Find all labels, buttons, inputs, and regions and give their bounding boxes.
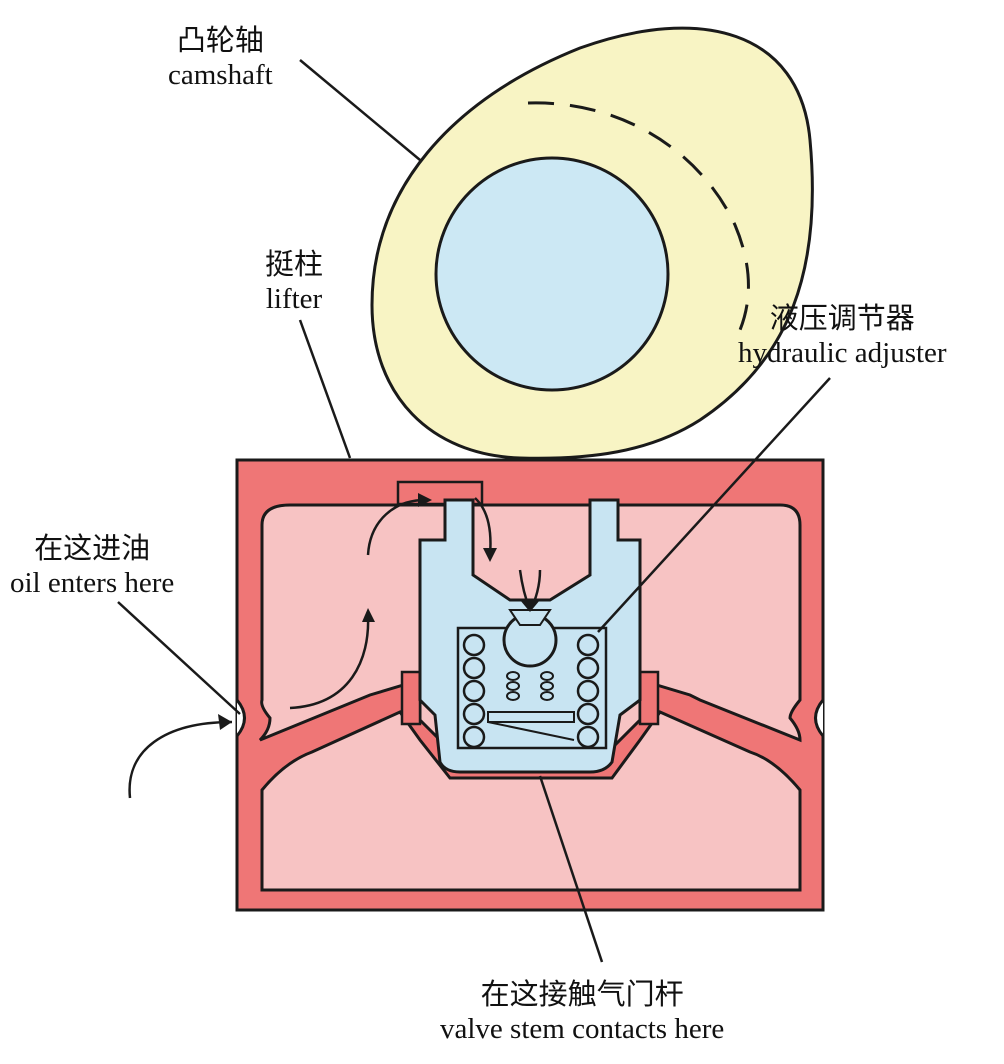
adjuster-label-en: hydraulic adjuster: [738, 337, 947, 369]
center-spring: [506, 671, 554, 701]
cam-base-circle-dashed: [527, 101, 750, 331]
arrow-heads: [218, 493, 540, 730]
plunger-floor: [487, 711, 575, 741]
lifter-lower-cavity: [260, 710, 802, 892]
right-spring: [576, 633, 600, 749]
camshaft-journal: [434, 156, 670, 392]
left-spring: [462, 633, 486, 749]
oil-inlet-label: 在这进油 oil enters here: [10, 532, 174, 600]
leader-lines: [117, 59, 831, 963]
oil-inlet-label-en: oil enters here: [10, 567, 175, 599]
lifter-label-zh: 挺柱: [265, 249, 324, 281]
right-notch: [814, 699, 825, 737]
oil-inlet-label-zh: 在这进油: [34, 533, 151, 565]
oil-inlet-notch: [235, 699, 246, 737]
camshaft-label-en: camshaft: [168, 59, 273, 91]
lifter-label-en: lifter: [265, 283, 323, 315]
adjuster-label-zh: 液压调节器: [769, 303, 915, 335]
adjuster-label: 液压调节器 hydraulic adjuster: [738, 302, 947, 370]
valve-stem-label-zh: 在这接触气门杆: [480, 979, 684, 1011]
camshaft-label-zh: 凸轮轴: [176, 25, 264, 57]
camshaft-label: 凸轮轴 camshaft: [168, 24, 273, 92]
oil-flow-arrows: [128, 497, 542, 799]
valve-stem-label: 在这接触气门杆 valve stem contacts here: [440, 978, 724, 1046]
right-rib: [638, 670, 660, 726]
left-rib: [400, 670, 422, 726]
valve-stem-label-en: valve stem contacts here: [440, 1013, 725, 1045]
lifter-label: 挺柱 lifter: [265, 248, 323, 316]
ball-seat: [508, 609, 552, 626]
